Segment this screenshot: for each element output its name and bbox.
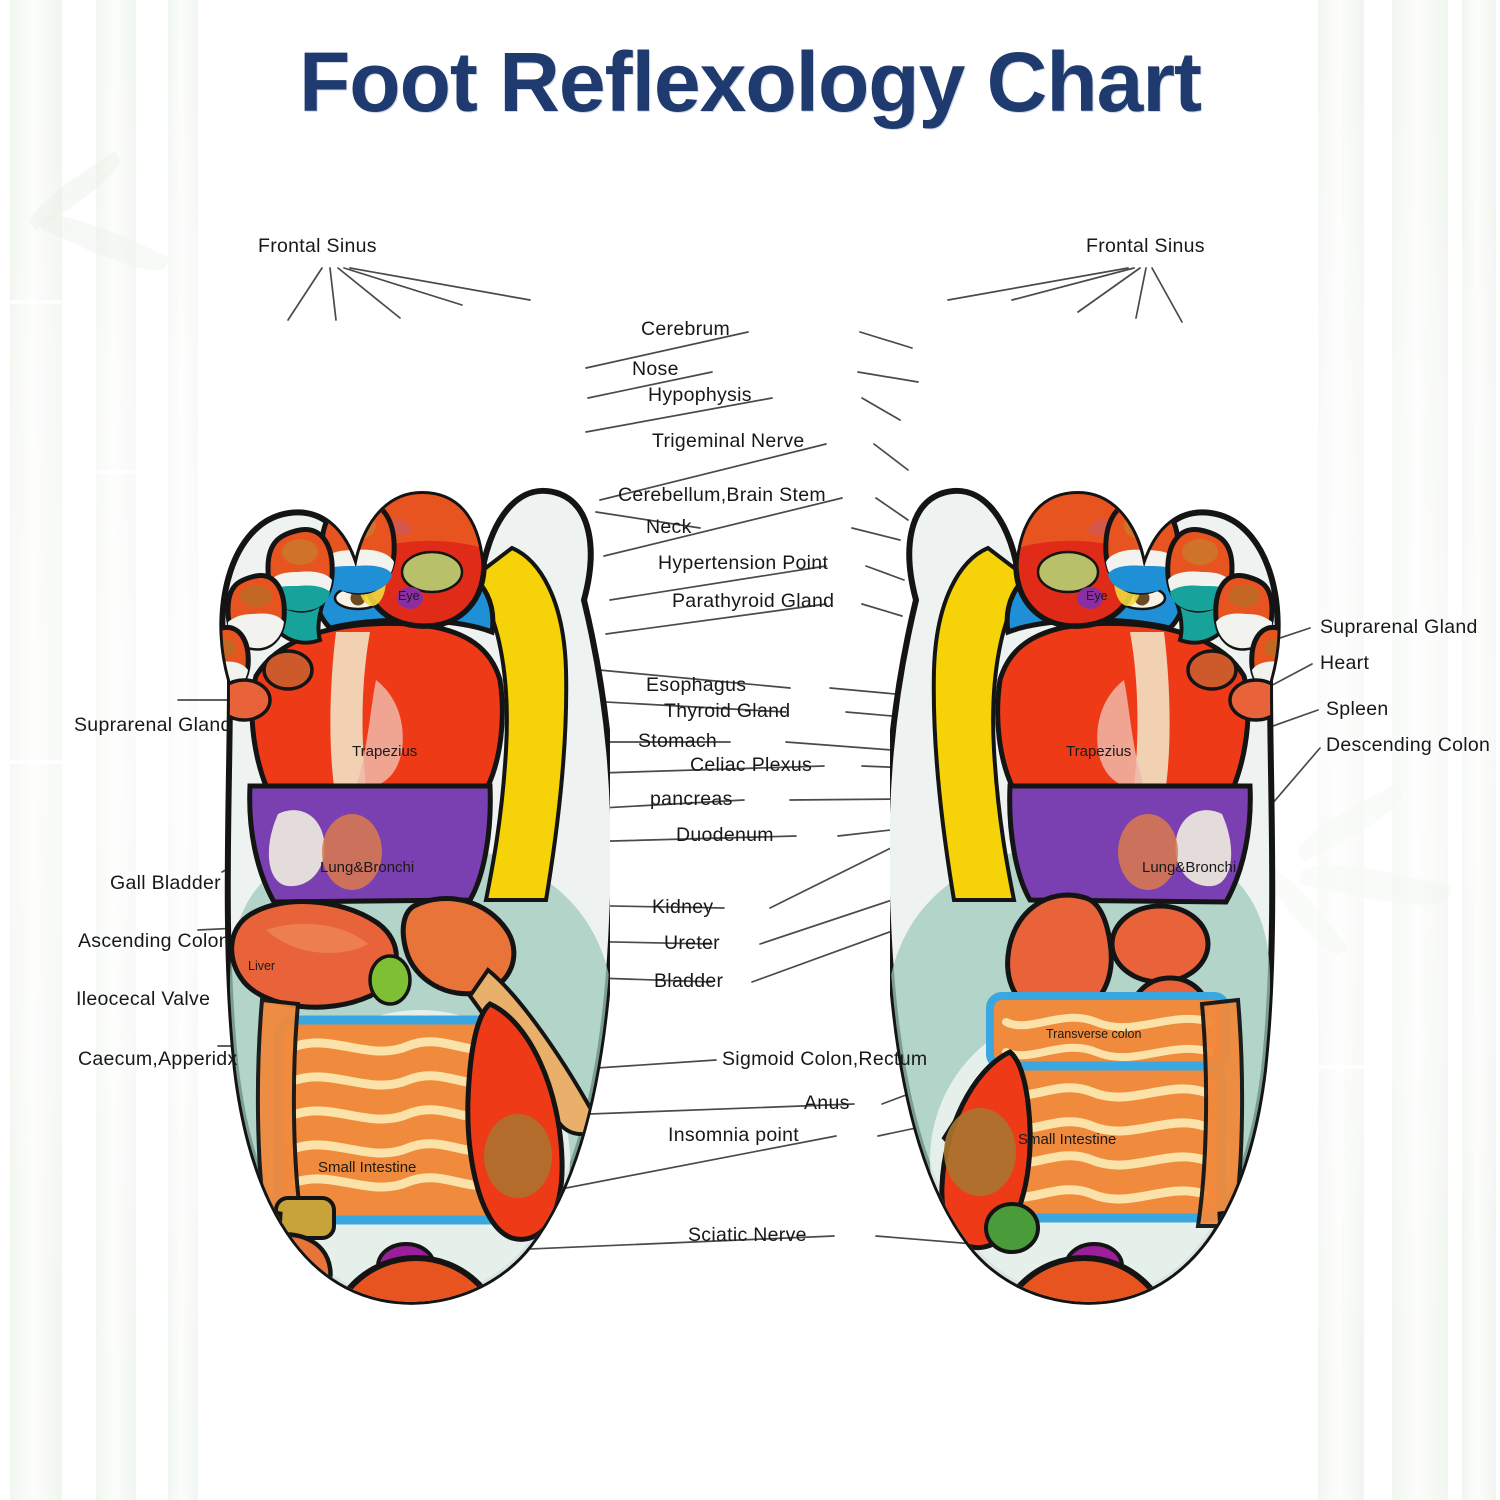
- label-gall-bladder: Gall Bladder: [110, 872, 221, 894]
- label-heart: Heart: [1320, 652, 1370, 674]
- label-sigmoid-colon-rectum: Sigmoid Colon,Rectum: [722, 1048, 928, 1070]
- label-spleen: Spleen: [1326, 698, 1389, 720]
- page-title: Foot Reflexology Chart: [298, 35, 1202, 129]
- right-foot-trapezius-label: Trapezius: [1066, 743, 1131, 760]
- label-esophagus: Esophagus: [646, 674, 747, 696]
- label-neck: Neck: [646, 516, 692, 538]
- label-suprarenal-gland-left: Suprarenal Gland: [74, 714, 232, 736]
- label-bladder: Bladder: [654, 970, 724, 992]
- label-parathyroid-gland: Parathyroid Gland: [672, 590, 835, 612]
- left-foot-liver-label: Liver: [248, 959, 275, 973]
- label-ascending-colon: Ascending Colon: [78, 930, 230, 952]
- label-cerebrum: Cerebrum: [641, 318, 731, 340]
- label-hypertension-point: Hypertension Point: [658, 552, 829, 574]
- label-caecum-apperidx: Caecum,Apperidx: [78, 1048, 238, 1070]
- label-ileocecal-valve: Ileocecal Valve: [76, 988, 211, 1010]
- label-insomnia-point: Insomnia point: [668, 1124, 800, 1146]
- label-kidney: Kidney: [652, 896, 714, 918]
- left-foot-small-intestine-label: Small Intestine: [318, 1159, 416, 1176]
- label-thyroid-gland: Thyroid Gland: [664, 700, 791, 722]
- label-cerebellum-brain-stem: Cerebellum,Brain Stem: [618, 484, 826, 506]
- left-foot-lung-bronchi-label: Lung&Bronchi: [320, 859, 414, 876]
- label-frontal-sinus-right: Frontal Sinus: [1086, 235, 1205, 257]
- label-stomach: Stomach: [638, 730, 718, 752]
- right-foot-small-intestine-label: Small Intestine: [1018, 1131, 1116, 1148]
- label-pancreas: pancreas: [650, 788, 733, 810]
- label-trigeminal-nerve: Trigeminal Nerve: [652, 430, 805, 452]
- label-ureter: Ureter: [664, 932, 720, 954]
- right-foot-lung-bronchi-label: Lung&Bronchi: [1142, 859, 1236, 876]
- left-foot-trapezius-label: Trapezius: [352, 743, 417, 760]
- label-duodenum: Duodenum: [676, 824, 774, 846]
- right-foot-eye-label: Eye: [1086, 589, 1108, 603]
- label-sciatic-nerve: Sciatic Nerve: [688, 1224, 807, 1246]
- label-hypophysis: Hypophysis: [648, 384, 752, 406]
- label-celiac-plexus: Celiac Plexus: [690, 754, 813, 776]
- right-foot-transverse-colon-label: Transverse colon: [1046, 1027, 1141, 1041]
- label-anus: Anus: [804, 1092, 850, 1114]
- label-descending-colon: Descending Colon: [1326, 734, 1491, 756]
- right-foot-diagram: Trapezius Lung&Bronchi Transverse colon …: [890, 487, 1281, 1305]
- left-foot-diagram: Small Intestine Trapezius Lung&Bronchi: [219, 487, 610, 1305]
- label-suprarenal-gland-right: Suprarenal Gland: [1320, 616, 1478, 638]
- left-foot-eye-label: Eye: [398, 589, 420, 603]
- label-nose: Nose: [632, 358, 679, 380]
- label-frontal-sinus-left: Frontal Sinus: [258, 235, 377, 257]
